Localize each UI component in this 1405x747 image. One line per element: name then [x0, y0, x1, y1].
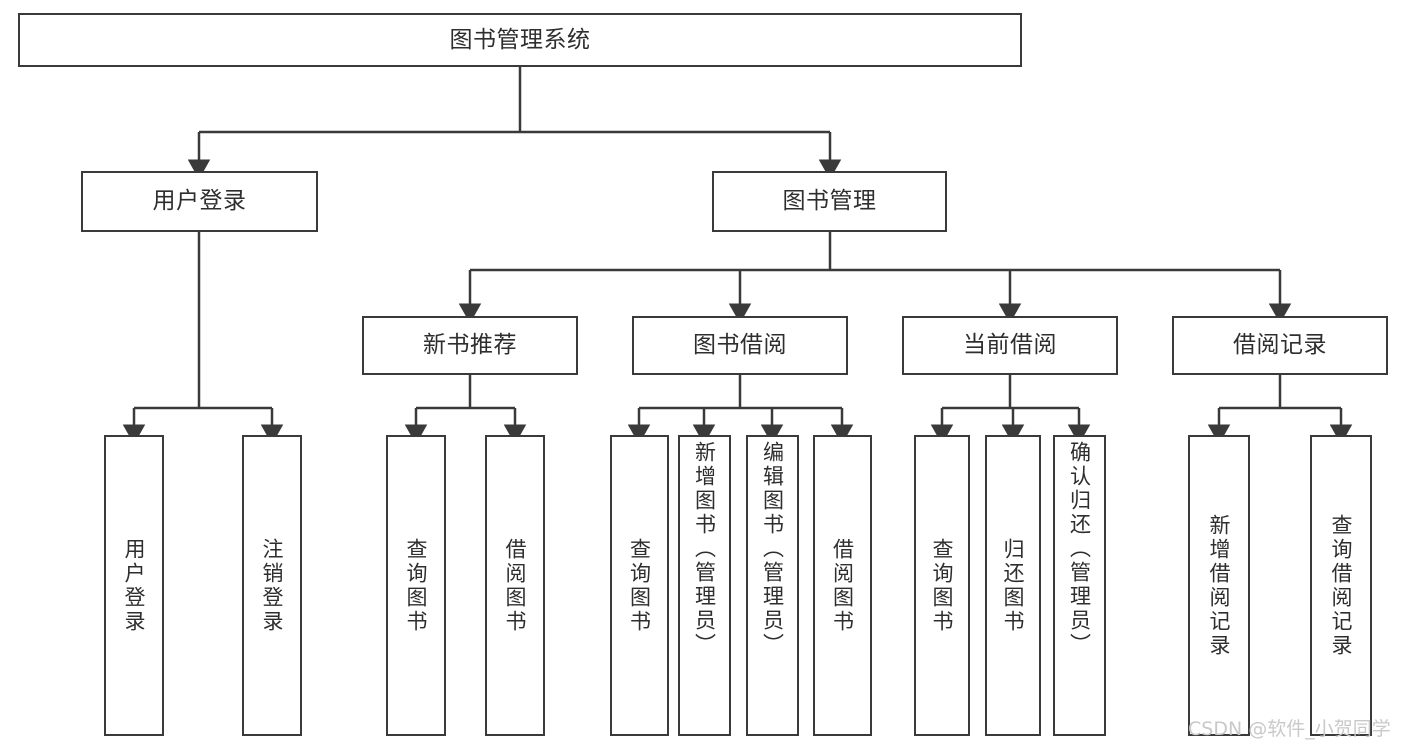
leaf-confirm-return-admin-label: 确认归还（管理员）: [1067, 441, 1092, 657]
leaf-user-login[interactable]: 用户登录: [104, 435, 164, 736]
leaf-edit-book-admin[interactable]: 编辑图书（管理员）: [746, 435, 799, 736]
leaf-query-books-borrow-label: 查询图书: [627, 537, 652, 634]
leaf-query-books-current-label: 查询图书: [930, 537, 955, 634]
leaf-return-books[interactable]: 归还图书: [985, 435, 1041, 736]
leaf-query-books-recommend-label: 查询图书: [404, 537, 429, 634]
watermark-text: CSDN @软件_小贺同学: [1188, 718, 1391, 740]
leaf-borrow-books-recommend[interactable]: 借阅图书: [485, 435, 545, 736]
leaf-query-borrow-record[interactable]: 查询借阅记录: [1310, 435, 1372, 736]
leaf-query-books-recommend[interactable]: 查询图书: [386, 435, 446, 736]
node-borrow-records[interactable]: 借阅记录: [1172, 316, 1388, 375]
leaf-edit-book-admin-label: 编辑图书（管理员）: [760, 441, 785, 657]
node-user-login[interactable]: 用户登录: [81, 171, 318, 232]
node-borrow-records-label: 借阅记录: [1233, 332, 1327, 359]
node-book-management[interactable]: 图书管理: [712, 171, 947, 232]
edges-current-to-leaves: [930, 375, 1091, 445]
node-book-management-label: 图书管理: [782, 188, 877, 215]
leaf-borrow-books-recommend-label: 借阅图书: [503, 537, 528, 634]
node-root-label: 图书管理系统: [449, 26, 591, 53]
edges-login-to-leaves: [122, 232, 284, 445]
node-current-borrow[interactable]: 当前借阅: [902, 316, 1118, 375]
leaf-query-books-borrow[interactable]: 查询图书: [610, 435, 669, 736]
leaf-confirm-return-admin[interactable]: 确认归还（管理员）: [1053, 435, 1106, 736]
leaf-user-login-label: 用户登录: [122, 537, 147, 634]
edges-borrow-to-leaves: [627, 375, 854, 445]
node-book-borrow-label: 图书借阅: [693, 332, 787, 359]
node-root[interactable]: 图书管理系统: [18, 13, 1022, 67]
node-current-borrow-label: 当前借阅: [963, 332, 1057, 359]
edges-root-to-level2: [187, 67, 842, 180]
leaf-add-borrow-record-label: 新增借阅记录: [1207, 513, 1232, 658]
edges-books-to-level3: [458, 232, 1292, 324]
node-new-book-recommend-label: 新书推荐: [423, 332, 517, 359]
leaf-logout-label: 注销登录: [260, 537, 285, 634]
leaf-query-books-current[interactable]: 查询图书: [914, 435, 970, 736]
leaf-borrow-books[interactable]: 借阅图书: [813, 435, 872, 736]
edges-newbooks-to-leaves: [404, 375, 527, 445]
leaf-logout[interactable]: 注销登录: [242, 435, 302, 736]
leaf-add-book-admin[interactable]: 新增图书（管理员）: [678, 435, 731, 736]
node-new-book-recommend[interactable]: 新书推荐: [362, 316, 578, 375]
leaf-add-book-admin-label: 新增图书（管理员）: [692, 441, 717, 657]
leaf-borrow-books-label: 借阅图书: [830, 537, 855, 634]
leaf-add-borrow-record[interactable]: 新增借阅记录: [1188, 435, 1250, 736]
node-user-login-label: 用户登录: [152, 188, 247, 215]
leaf-query-borrow-record-label: 查询借阅记录: [1329, 513, 1354, 658]
edges-records-to-leaves: [1207, 375, 1353, 445]
leaf-return-books-label: 归还图书: [1001, 537, 1026, 634]
node-book-borrow[interactable]: 图书借阅: [632, 316, 848, 375]
